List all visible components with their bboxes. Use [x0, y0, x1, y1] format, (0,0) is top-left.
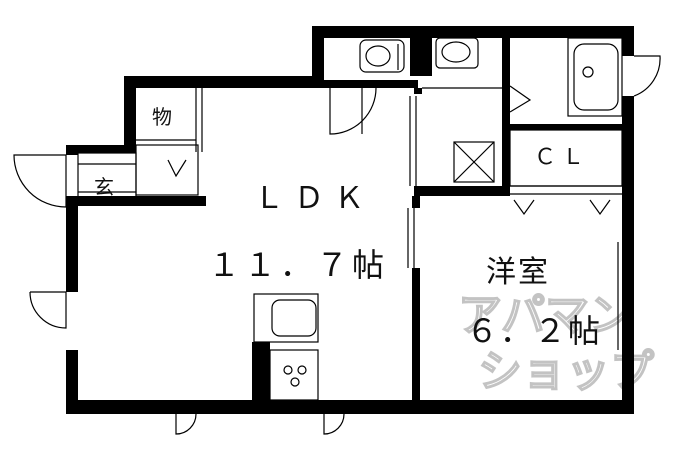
entrance-label: 玄 — [94, 175, 114, 199]
ldk-name: ＬＤＫ — [254, 181, 374, 216]
storage-door — [329, 87, 377, 135]
bottom-door-2 — [323, 413, 345, 435]
bath-door — [633, 55, 661, 97]
room-labels: ＬＤＫ １１．７帖 洋室 ６．２帖 ＣＬ 玄 物 — [94, 105, 602, 350]
left-door — [29, 291, 67, 329]
ldk-size: １１．７帖 — [208, 246, 388, 284]
closet-label: ＣＬ — [534, 145, 590, 170]
interior-walls — [252, 38, 632, 408]
fixtures — [77, 37, 627, 411]
exterior-walls — [66, 26, 634, 414]
western-room-size: ６．２帖 — [466, 312, 602, 350]
watermark-line1: アパマン — [458, 290, 633, 341]
bottom-door-1 — [175, 413, 197, 435]
western-room-name: 洋室 — [486, 255, 550, 290]
entrance-door — [13, 154, 67, 208]
storage-label: 物 — [152, 105, 172, 129]
door-swings — [13, 55, 661, 435]
